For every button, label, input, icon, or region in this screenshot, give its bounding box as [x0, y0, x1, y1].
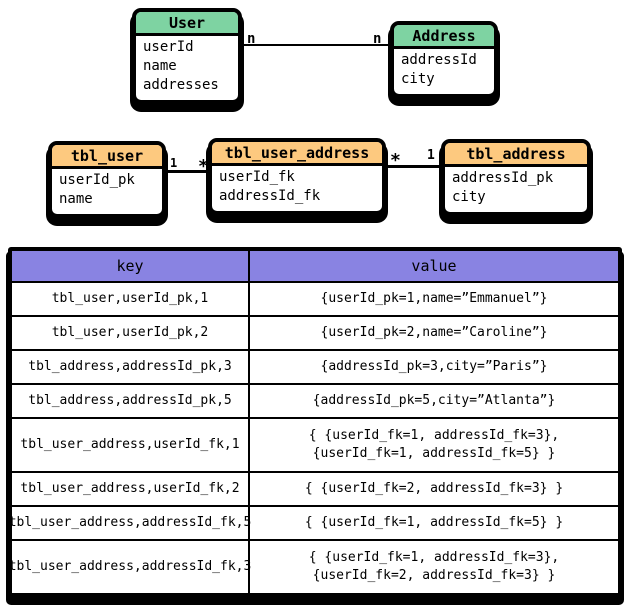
kv-value: {userId_pk=2,name=”Caroline”}: [320, 325, 548, 340]
table-row: tbl_user_address,addressId_fk,3 { {userI…: [9, 539, 618, 593]
table-box-tbl-user-address: tbl_user_address userId_fk addressId_fk: [208, 138, 386, 215]
kv-key: tbl_user,userId_pk,1: [12, 283, 250, 315]
er-relationship-line: [242, 44, 390, 46]
cardinality-one-tbl-address: 1: [427, 148, 435, 163]
er-cardinality-right: n: [373, 31, 382, 47]
kv-value: {addressId_pk=3,city=”Paris”}: [320, 359, 548, 374]
kv-key: tbl_address,addressId_pk,3: [12, 351, 250, 383]
cardinality-many-join-right: *: [390, 150, 401, 171]
entity-address-field-addressid: addressId: [401, 52, 477, 68]
cardinality-many-join-left: *: [198, 156, 209, 177]
table-row: tbl_user,userId_pk,1 {userId_pk=1,name=”…: [12, 281, 618, 315]
tbl-user-address-field-addressid-fk: addressId_fk: [219, 188, 321, 204]
table-box-tbl-user: tbl_user userId_pk name: [48, 141, 166, 218]
kv-key: tbl_user_address,userId_fk,1: [12, 419, 250, 471]
kv-key: tbl_address,addressId_pk,5: [12, 385, 250, 417]
kv-value: {addressId_pk=5,city=”Atlanta”}: [312, 393, 556, 408]
kv-header-value: value: [411, 257, 457, 275]
table-row: tbl_address,addressId_pk,5 {addressId_pk…: [12, 383, 618, 417]
entity-user-title: User: [136, 12, 238, 36]
table-row: tbl_user_address,userId_fk,1 { {userId_f…: [12, 417, 618, 471]
er-cardinality-left: n: [247, 31, 256, 47]
table-box-tbl-address: tbl_address addressId_pk city: [441, 139, 591, 216]
tbl-user-field-name: name: [59, 191, 93, 207]
kv-key: tbl_user_address,addressId_fk,3: [9, 541, 251, 593]
kv-value: { {userId_fk=1, addressId_fk=3}, {userId…: [308, 550, 560, 583]
tbl-user-fields: userId_pk name: [52, 169, 162, 214]
kv-value: { {userId_fk=1, addressId_fk=3}, {userId…: [308, 428, 560, 461]
tbl-user-field-userid-pk: userId_pk: [59, 172, 135, 188]
kv-table: key value tbl_user,userId_pk,1 {userId_p…: [8, 247, 622, 597]
relationship-line-user-to-join: [166, 170, 210, 173]
table-row: tbl_user,userId_pk,2 {userId_pk=2,name=”…: [12, 315, 618, 349]
tbl-user-title: tbl_user: [52, 145, 162, 169]
kv-value: {userId_pk=1,name=”Emmanuel”}: [320, 291, 548, 306]
entity-user-field-addresses: addresses: [143, 77, 219, 93]
kv-key: tbl_user_address,addressId_fk,5: [9, 507, 251, 539]
kv-header-key: key: [12, 251, 250, 281]
kv-key: tbl_user,userId_pk,2: [12, 317, 250, 349]
table-row: tbl_address,addressId_pk,3 {addressId_pk…: [12, 349, 618, 383]
tbl-user-address-field-userid-fk: userId_fk: [219, 169, 295, 185]
entity-address-field-city: city: [401, 71, 435, 87]
table-row: tbl_user_address,addressId_fk,5 { {userI…: [9, 505, 618, 539]
kv-value: { {userId_fk=1, addressId_fk=5} }: [304, 515, 564, 530]
tbl-address-field-city: city: [452, 189, 486, 205]
tbl-user-address-fields: userId_fk addressId_fk: [212, 166, 382, 211]
tbl-user-address-title: tbl_user_address: [212, 142, 382, 166]
entity-user-fields: userId name addresses: [136, 36, 238, 100]
kv-value: { {userId_fk=2, addressId_fk=3} }: [304, 481, 564, 496]
relationship-line-join-to-address: [384, 165, 442, 168]
tbl-address-title: tbl_address: [445, 143, 587, 167]
tbl-address-field-addressid-pk: addressId_pk: [452, 170, 554, 186]
table-row: tbl_user_address,userId_fk,2 { {userId_f…: [12, 471, 618, 505]
tbl-address-fields: addressId_pk city: [445, 167, 587, 212]
entity-address-fields: addressId city: [394, 49, 494, 94]
cardinality-one-tbl-user: 1: [170, 156, 178, 170]
entity-box-user: User userId name addresses: [132, 8, 242, 104]
entity-box-address: Address addressId city: [390, 21, 498, 98]
entity-user-field-userid: userId: [143, 39, 194, 55]
kv-table-header-row: key value: [12, 251, 618, 281]
entity-address-title: Address: [394, 25, 494, 49]
entity-user-field-name: name: [143, 58, 177, 74]
kv-key: tbl_user_address,userId_fk,2: [12, 473, 250, 505]
